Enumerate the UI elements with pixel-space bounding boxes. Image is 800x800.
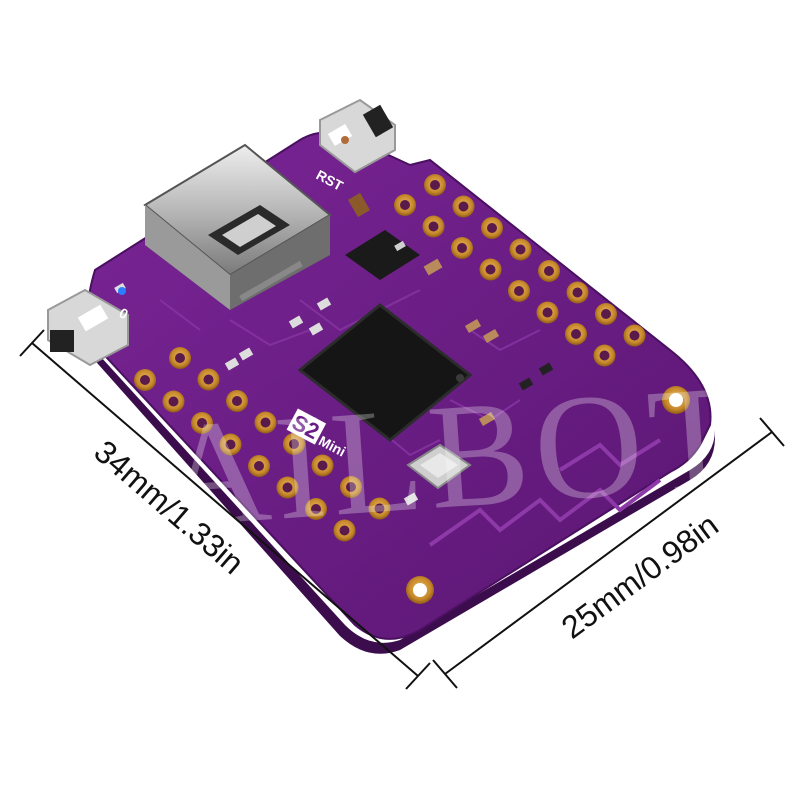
header-pad-hole: [289, 439, 299, 449]
dimension-line-width: [432, 417, 785, 689]
header-pad-hole: [282, 482, 293, 493]
header-pad-hole: [542, 307, 553, 318]
reset-button: [319, 98, 396, 174]
header-pad-hole: [571, 329, 581, 339]
antenna-trace-2: [558, 438, 662, 472]
header-pad-hole: [515, 244, 526, 255]
header-pad-hole: [254, 461, 264, 471]
mounting-holes: [406, 386, 690, 604]
header-pad-hole: [339, 525, 350, 536]
header-pad-hole: [430, 180, 440, 190]
header-pad-hole: [168, 396, 179, 407]
voltage-regulator: [345, 230, 420, 280]
header-pad-hole: [225, 439, 236, 450]
header-pad-hole: [544, 266, 554, 276]
header-pad-hole: [487, 223, 497, 233]
header-pad-hole: [374, 503, 385, 514]
header-pad-hole: [346, 482, 356, 492]
dimension-line-length: [19, 329, 431, 690]
usb-c-connector: [143, 143, 332, 310]
status-led: [118, 287, 126, 295]
header-pad-hole: [514, 286, 524, 296]
header-pad-hole: [203, 374, 214, 385]
header-pad-hole: [572, 287, 583, 298]
header-pad-hole: [428, 221, 439, 232]
esp32-s2-chip: [297, 303, 473, 442]
header-pad-hole: [260, 417, 271, 428]
header-pad-hole: [457, 243, 467, 253]
header-pad-hole: [629, 330, 640, 341]
antenna-trace: [428, 478, 662, 547]
header-pad-hole: [485, 264, 496, 275]
header-pads: [134, 174, 646, 542]
header-pad-hole: [317, 460, 328, 471]
header-pad-hole: [232, 396, 242, 406]
header-pad-hole: [197, 418, 207, 428]
boot-button: [47, 288, 129, 367]
header-pad-hole: [311, 504, 321, 514]
header-pad-hole: [140, 375, 150, 385]
header-pad-hole: [458, 201, 469, 212]
header-pad-hole: [175, 353, 185, 363]
header-pad-hole: [599, 350, 610, 361]
crystal-oscillator: [406, 443, 472, 490]
header-pad-hole: [400, 200, 410, 210]
header-pad-hole: [601, 309, 611, 319]
